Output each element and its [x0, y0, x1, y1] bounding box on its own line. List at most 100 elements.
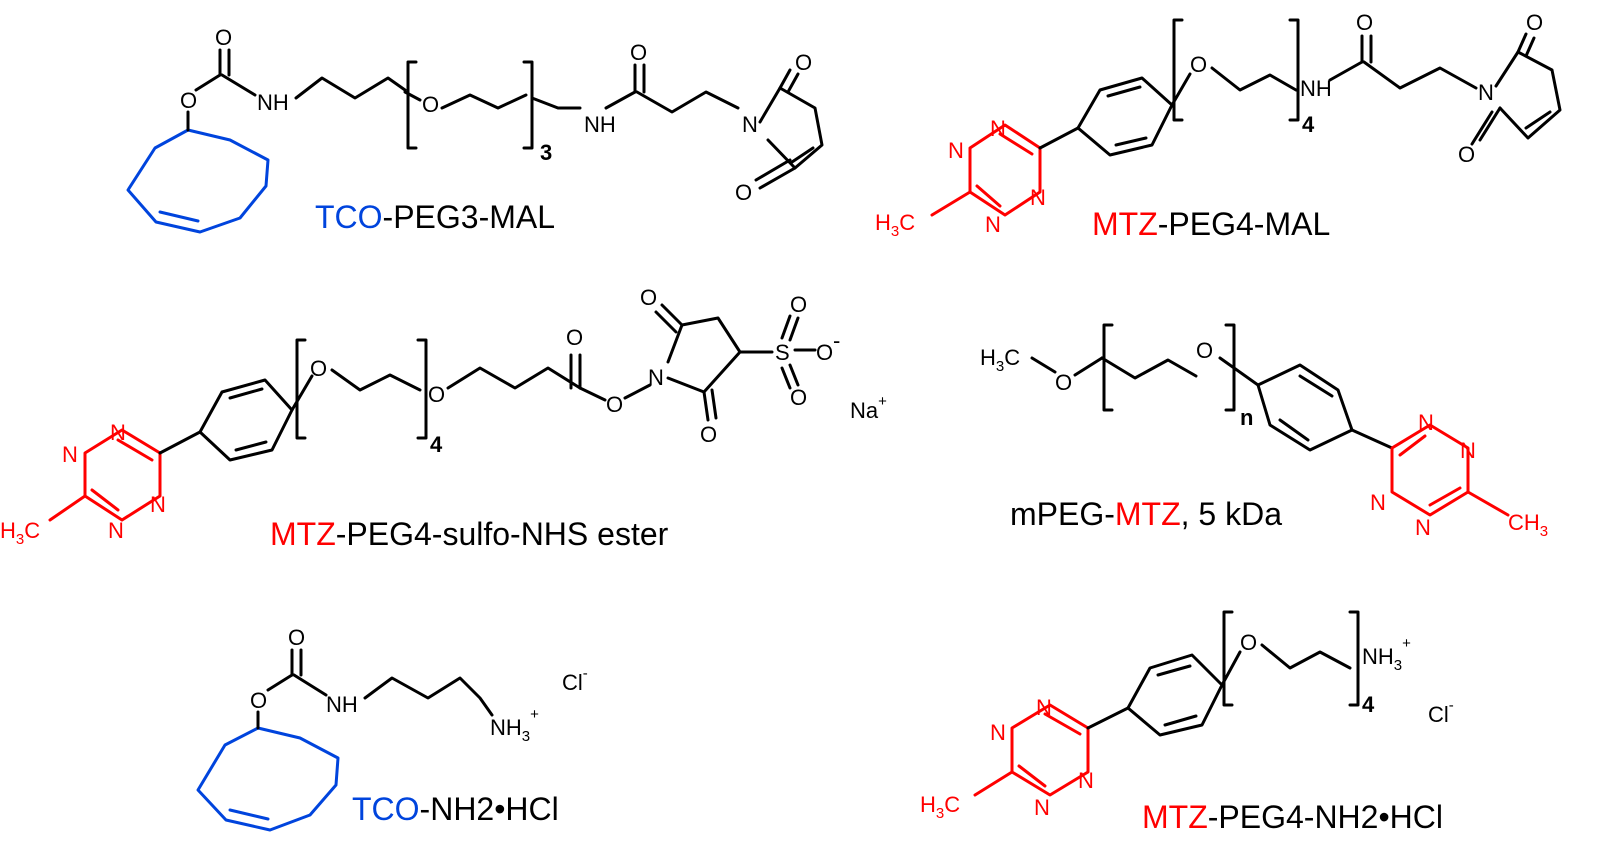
- bond: [1220, 650, 1242, 687]
- atom-methyl: H3C: [875, 210, 915, 240]
- bond: [116, 438, 154, 462]
- bond: [228, 387, 264, 400]
- bracket-left: [406, 60, 418, 150]
- bracket-left: [295, 338, 307, 440]
- caption-prefix: mPEG-: [1010, 496, 1115, 532]
- atom-n3: N: [150, 492, 166, 517]
- atom-nh2: NH: [584, 112, 616, 137]
- atom-o-peg: O: [310, 356, 327, 381]
- bond: [158, 430, 202, 455]
- bond: [1398, 434, 1427, 457]
- bracket-right: [1288, 18, 1300, 122]
- atom-o-ester: O: [180, 88, 197, 113]
- atom-o-ester: O: [250, 688, 267, 713]
- bond: [660, 303, 684, 327]
- bond: [1350, 428, 1394, 450]
- bond: [578, 386, 607, 402]
- repeat-count: n: [1240, 405, 1253, 430]
- bond: [604, 90, 637, 110]
- atom-n2: N: [1036, 695, 1052, 720]
- atom-o-amide: O: [630, 40, 647, 65]
- bond: [1516, 32, 1528, 54]
- atom-n2: N: [990, 116, 1006, 141]
- bond: [758, 166, 797, 190]
- chain: [294, 76, 407, 100]
- bond: [975, 184, 1002, 208]
- repeat-count: 4: [430, 432, 443, 457]
- bond: [290, 374, 314, 412]
- atom-o-amide: O: [1356, 10, 1373, 35]
- atom-n1: N: [62, 442, 78, 467]
- maleimide-ring: [758, 86, 824, 170]
- bond: [778, 68, 792, 90]
- caption-rest: -PEG4-NH2•HCl: [1208, 799, 1443, 835]
- caption-prefix: MTZ: [1092, 206, 1158, 242]
- repeat-count: 4: [1302, 112, 1315, 137]
- atom-o-ester: O: [606, 392, 623, 417]
- counterion-na: Na+: [850, 393, 887, 423]
- atom-o-s2: O: [816, 340, 833, 365]
- repeat-count: 3: [540, 140, 552, 165]
- bond: [403, 90, 422, 102]
- bond: [292, 673, 328, 697]
- bond: [234, 440, 268, 452]
- atom-o-imide-bot: O: [700, 422, 717, 447]
- caption-mpeg-mtz: mPEG-MTZ, 5 kDa: [1010, 496, 1282, 532]
- caption-red: MTZ: [1115, 496, 1181, 532]
- bond: [1073, 356, 1104, 377]
- caption-mtz-peg4-nh2-hcl: MTZ-PEG4-NH2•HCl: [1142, 799, 1443, 835]
- atom-o-peg: O: [422, 92, 439, 117]
- atom-n-imide: N: [1478, 80, 1494, 105]
- bond: [1328, 60, 1364, 82]
- bracket-right: [416, 338, 428, 440]
- atom-n4: N: [108, 518, 124, 543]
- bond: [710, 388, 718, 420]
- compound-mpeg-mtz: H3C O O n N N N N CH3 mPEG-MTZ, 5 kDa: [980, 323, 1548, 540]
- tetrazine-ring: [1390, 423, 1470, 517]
- atom-n3: N: [1078, 768, 1094, 793]
- atom-o-imide-bot: O: [735, 180, 752, 205]
- tco-ring: [126, 128, 270, 234]
- bond: [1038, 126, 1080, 150]
- atom-n3: N: [1370, 490, 1386, 515]
- chain: [446, 366, 582, 390]
- bond: [754, 158, 792, 182]
- atom-methyl: H3C: [920, 792, 960, 822]
- caption-prefix: TCO: [352, 791, 420, 827]
- compound-mtz-peg4-mal: N N N N H3C O 4 NH O N O O MTZ-PEG4-MAL: [875, 10, 1562, 242]
- compound-mtz-peg4-sulfo-nhs: N N N N H3C O 4 O O O N O O S O: [0, 285, 887, 552]
- repeat-count: 4: [1362, 692, 1375, 717]
- atom-o-peg: O: [1190, 52, 1207, 77]
- atom-n2: N: [110, 420, 126, 445]
- atom-nh3: NH3+: [1362, 635, 1411, 674]
- caption-prefix: MTZ: [1142, 799, 1208, 835]
- bond: [790, 146, 815, 164]
- bond: [194, 73, 222, 92]
- atom-h3c: H3C: [980, 345, 1020, 375]
- chain: [440, 93, 528, 110]
- bracket-right: [522, 60, 534, 150]
- atom-n1: N: [990, 720, 1006, 745]
- bond: [1428, 486, 1462, 507]
- tco-double-bond: [158, 210, 200, 223]
- atom-o-ester-carbonyl: O: [566, 325, 583, 350]
- caption-rest: -PEG4-sulfo-NHS ester: [336, 516, 669, 552]
- bond: [1278, 418, 1310, 442]
- atom-o-carbonyl: O: [288, 625, 305, 650]
- caption-tco-nh2-hcl: TCO-NH2•HCl: [352, 791, 559, 827]
- succinimide-ring: [666, 316, 742, 394]
- caption-rest: -NH2•HCl: [420, 791, 559, 827]
- bond: [1170, 72, 1192, 107]
- atom-n-imide: N: [648, 365, 664, 390]
- maleimide-ring: [1494, 50, 1562, 140]
- caption-prefix: MTZ: [270, 516, 336, 552]
- caption-mtz-peg4-sulfo-nhs: MTZ-PEG4-sulfo-NHS ester: [270, 516, 669, 552]
- atom-o-imide-bot: O: [1458, 142, 1475, 167]
- atom-nh1: NH: [257, 90, 289, 115]
- bond: [1298, 374, 1334, 398]
- compound-tco-peg3-mal: O O NH O 3 NH O N O O TCO-PEG3-MAL: [126, 25, 824, 235]
- bracket-left: [1222, 610, 1234, 707]
- atom-ch3: CH3: [1508, 510, 1548, 540]
- bond: [90, 488, 120, 512]
